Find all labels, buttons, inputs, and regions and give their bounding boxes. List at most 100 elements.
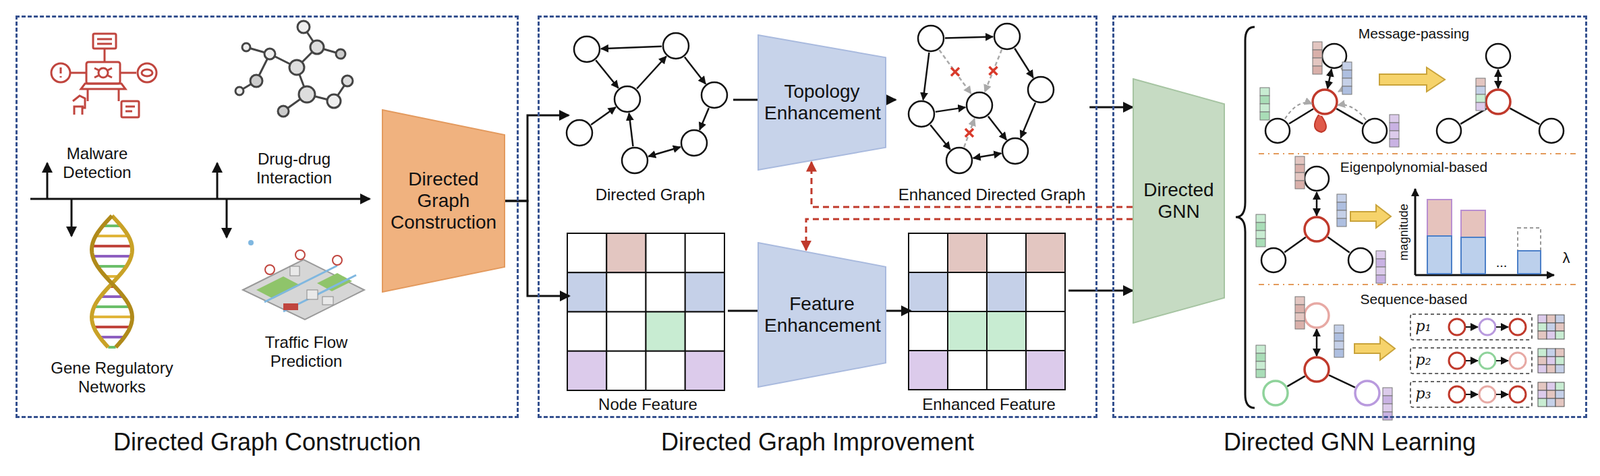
malware-icon bbox=[97, 39, 112, 44]
gnn-sketch bbox=[1312, 41, 1323, 50]
figure-block: Enhanced Directed Graph bbox=[895, 27, 1089, 205]
graph-figure bbox=[663, 33, 689, 59]
dna-icon bbox=[100, 295, 124, 299]
gnn-sketch bbox=[1382, 387, 1393, 396]
gnn-sketch bbox=[1539, 118, 1564, 144]
traffic-icon bbox=[306, 290, 318, 300]
gnn-sketch bbox=[1342, 62, 1352, 71]
molecule-icon bbox=[235, 87, 244, 96]
brace bbox=[1235, 26, 1255, 409]
feature-grid bbox=[685, 272, 725, 312]
graph-figure bbox=[590, 107, 616, 125]
graph-figure bbox=[614, 86, 641, 112]
gnn-sketch bbox=[1263, 381, 1288, 406]
feature-grid bbox=[606, 233, 646, 273]
figure-caption: Enhanced Directed Graph bbox=[898, 185, 1087, 205]
gnn-sketch bbox=[1555, 331, 1565, 340]
molecule-icon bbox=[277, 105, 289, 117]
gnn-sketch bbox=[1304, 357, 1329, 382]
gnn-sketch bbox=[1510, 108, 1540, 125]
figure-block: Directed Graph bbox=[568, 32, 732, 205]
feature-grid bbox=[606, 272, 646, 312]
gnn-sketch bbox=[1304, 166, 1329, 191]
feature-grid bbox=[908, 350, 948, 390]
gnn-sketch bbox=[1260, 87, 1270, 96]
gnn-sketch bbox=[1546, 398, 1556, 407]
gnn-sketch bbox=[1465, 326, 1478, 328]
bar-chart bbox=[1427, 236, 1452, 274]
bar-chart bbox=[1415, 188, 1555, 276]
graph-figure bbox=[601, 46, 662, 49]
gnn-sketch bbox=[1295, 172, 1305, 181]
gnn-sketch bbox=[1479, 352, 1496, 369]
gnn-sketch bbox=[1260, 111, 1270, 121]
stage-label: Directed Graph Construction bbox=[381, 168, 506, 235]
gnn-sketch bbox=[1295, 296, 1305, 305]
graph-figure bbox=[574, 36, 600, 63]
malware-icon bbox=[125, 106, 135, 112]
gnn-sketch bbox=[1537, 364, 1547, 374]
gnn-sketch bbox=[1342, 70, 1352, 79]
gnn-sketch bbox=[1260, 103, 1270, 112]
malware-icon bbox=[93, 33, 117, 49]
figure-block: Node Feature bbox=[569, 235, 727, 415]
gnn-sketch bbox=[1389, 114, 1399, 123]
graph-figure bbox=[701, 82, 728, 108]
graph-figure bbox=[994, 23, 1020, 50]
section-label: p₃ bbox=[1411, 385, 1436, 403]
molecule-icon bbox=[264, 48, 276, 60]
molecule-icon bbox=[289, 60, 305, 75]
application-tree bbox=[70, 198, 73, 237]
gnn-sketch bbox=[1410, 381, 1532, 408]
gnn-sketch bbox=[1496, 393, 1509, 396]
molecule-icon bbox=[242, 43, 251, 52]
gnn-sketch bbox=[1255, 361, 1266, 370]
gnn-sketch bbox=[1509, 352, 1526, 369]
figure-caption: Directed Graph bbox=[595, 185, 706, 205]
gnn-sketch bbox=[1336, 202, 1347, 211]
graph-figure bbox=[946, 147, 973, 174]
section-label: p₁ bbox=[1411, 317, 1436, 335]
gnn-sketch bbox=[1537, 398, 1547, 407]
graph-figure bbox=[935, 107, 966, 112]
gnn-sketch bbox=[1546, 390, 1556, 399]
yellow-arrow bbox=[1354, 337, 1395, 361]
graph-figure bbox=[965, 128, 974, 137]
section-label: Sequence-based bbox=[1332, 291, 1495, 308]
gnn-sketch bbox=[1336, 194, 1347, 203]
gnn-sketch bbox=[1327, 237, 1350, 253]
feature-grid bbox=[646, 312, 686, 352]
feature-grid bbox=[567, 351, 607, 391]
gnn-sketch bbox=[1355, 381, 1380, 406]
bar-chart bbox=[1461, 210, 1486, 274]
feature-grid bbox=[646, 272, 686, 312]
gnn-sketch bbox=[1295, 180, 1305, 189]
section-label: λ bbox=[1556, 249, 1577, 267]
dna-icon bbox=[97, 265, 127, 268]
gnn-sketch bbox=[1260, 95, 1270, 104]
feature-grid bbox=[908, 233, 948, 273]
graph-figure bbox=[918, 25, 944, 52]
graph-figure bbox=[566, 23, 1054, 174]
gnn-sketch bbox=[1509, 386, 1526, 403]
gnn-sketch bbox=[1436, 118, 1462, 144]
feature-grid bbox=[567, 233, 1066, 391]
malware-icon bbox=[98, 68, 108, 78]
gnn-sketch bbox=[1295, 321, 1305, 330]
feature-grid bbox=[567, 233, 607, 273]
molecule-icon bbox=[298, 86, 316, 103]
dna-icon bbox=[91, 215, 133, 348]
graph-figure bbox=[988, 116, 1007, 141]
axis-label: magnitude bbox=[1396, 191, 1412, 273]
gnn-sketch bbox=[1255, 214, 1266, 223]
flow-arrow bbox=[1068, 290, 1133, 293]
gnn-sketch bbox=[1295, 164, 1305, 173]
figure-block: Enhanced Feature bbox=[910, 235, 1068, 415]
traffic-icon bbox=[295, 250, 305, 260]
bar-chart bbox=[1427, 199, 1452, 274]
dna-icon bbox=[91, 215, 133, 348]
graph-figure bbox=[966, 92, 993, 119]
separator bbox=[1258, 153, 1579, 285]
dna-icon bbox=[107, 346, 116, 349]
gnn-sketch bbox=[1496, 360, 1509, 362]
